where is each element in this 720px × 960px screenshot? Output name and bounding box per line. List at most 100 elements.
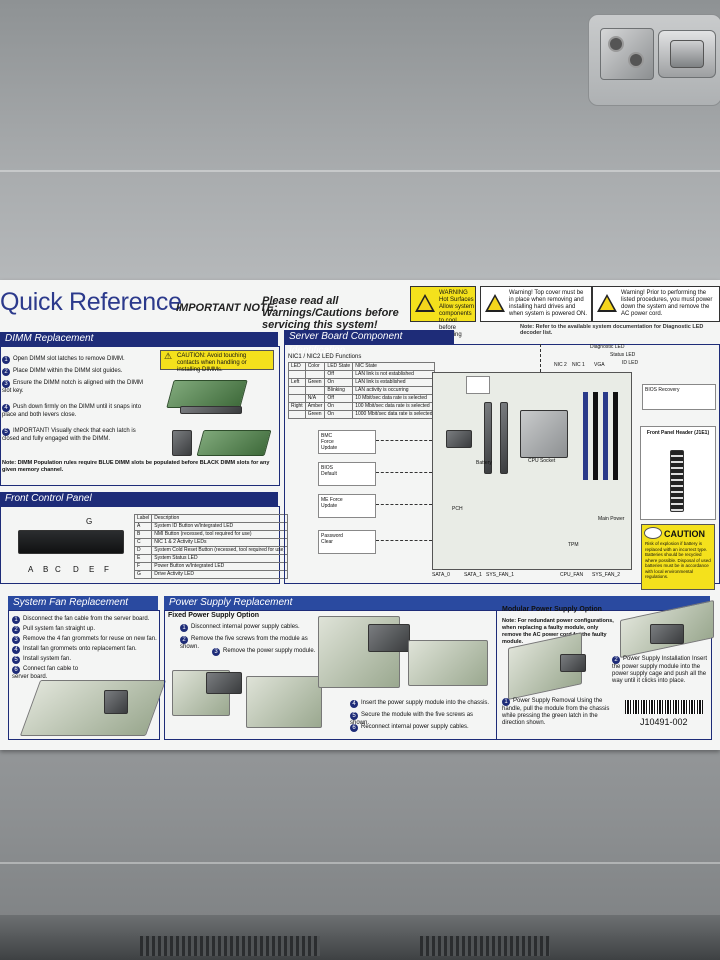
dimm-population-note: Note: DIMM Population rules require BLUE…: [2, 460, 270, 473]
hot-surface-warning: WARNING Hot Surfaces Allow system compon…: [410, 286, 476, 338]
psu-module-illustration: [206, 672, 242, 694]
server-board-heading: Server Board Component Identification: [284, 330, 454, 356]
vent-grille: [420, 936, 550, 956]
nic2-label: NIC 2: [554, 362, 567, 368]
modular-psu-handle: [560, 654, 586, 672]
modular-psu-module: [650, 624, 684, 644]
part-number: J10491-002: [640, 717, 688, 727]
dimm-slot-blue: [603, 392, 608, 480]
id-led-label: ID LED: [622, 360, 639, 366]
modular-psu-note: Note: For redundant power configurations…: [502, 618, 614, 645]
me-force-update-jumper: ME Force Update: [318, 494, 376, 518]
warning-triangle-icon: [485, 294, 505, 312]
cpu-fan-label: CPU_FAN: [560, 572, 584, 578]
chassis-bottom-rail: [0, 915, 720, 960]
motherboard-diagram: [432, 372, 632, 570]
top-cover-warning: Warning! Top cover must be in place when…: [480, 286, 592, 322]
dimm-heading: DIMM Replacement: [0, 332, 278, 346]
pcie-slot-illustration: [484, 402, 492, 474]
psu-section: [164, 610, 712, 740]
important-note-text: Please read all Warnings/Cautions before…: [262, 295, 399, 331]
sata0-label: SATA_0: [432, 572, 450, 578]
cpu-socket-illustration: [520, 410, 568, 458]
label-title: Quick Reference: [0, 288, 182, 316]
callout-line: [540, 344, 541, 372]
diag-led-label: Diagnostic LED: [590, 344, 625, 350]
dimm-slot-illustration: [180, 406, 242, 414]
warning-triangle-icon: [415, 294, 435, 312]
latch-release-inner: [670, 40, 704, 68]
sata1-label: SATA_1: [464, 572, 482, 578]
latch-screw-hole: [628, 52, 644, 68]
battery-label: Battery: [476, 460, 492, 466]
fp-letter-b: B: [43, 565, 49, 574]
psu-screws-illustration: [246, 676, 322, 728]
fp-letter-c: C: [55, 565, 61, 574]
vga-label: VGA: [594, 362, 605, 368]
front-panel-illustration: [18, 530, 124, 554]
fp-letter-a: A: [28, 565, 34, 574]
pcie-slot-illustration: [500, 402, 508, 474]
dimm-section: [0, 346, 280, 486]
dimm-slot-black: [593, 392, 598, 480]
chipset-illustration: [446, 430, 472, 448]
fan-heading: System Fan Replacement: [8, 596, 158, 610]
barcode: [625, 700, 703, 714]
fan-chassis-illustration: [19, 680, 167, 736]
fan-illustration: [104, 690, 128, 714]
latch-plate: [600, 28, 654, 80]
pch-label: PCH: [452, 506, 463, 512]
bmc-force-update-jumper: BMC Force Update: [318, 430, 376, 454]
warning-triangle-icon: [597, 294, 617, 312]
fp-letter-g: G: [86, 517, 93, 526]
latch-screw-hole: [608, 36, 624, 52]
main-power-label: Main Power: [598, 516, 625, 522]
front-panel-heading: Front Control Panel: [0, 492, 278, 506]
psu-module-illustration: [368, 624, 410, 652]
dimm-slot-blue: [583, 392, 588, 480]
lid-crease: [0, 170, 720, 172]
quick-reference-label: Quick Reference IMPORTANT NOTE: Please r…: [0, 280, 720, 750]
bmc-chip: [466, 376, 490, 394]
dimm-latch-illustration: [172, 430, 192, 456]
battery-icon: [644, 527, 662, 539]
dimm-slot-black: [613, 392, 618, 480]
sys-fan2-label: SYS_FAN_2: [592, 572, 621, 578]
password-clear-jumper: Password Clear: [318, 530, 376, 554]
callout-line: [376, 504, 432, 505]
fan-section: [8, 610, 160, 740]
psu-divider: [496, 610, 497, 740]
fp-letter-d: D: [73, 565, 79, 574]
front-panel-pins: [670, 450, 684, 512]
cpu-socket-label: CPU Socket: [528, 458, 556, 464]
fixed-psu-title: Fixed Power Supply Option: [168, 612, 260, 619]
psu-heading: Power Supply Replacement: [164, 596, 710, 610]
bios-default-jumper: BIOS Default: [318, 462, 376, 486]
dimm-caution: CAUTION: Avoid touching contacts when ha…: [160, 350, 274, 373]
power-down-warning: Warning! Prior to performing the listed …: [592, 286, 720, 322]
psu-insert-illustration: [408, 640, 488, 686]
status-led-label: Status LED: [610, 352, 636, 358]
callout-line: [376, 540, 432, 541]
bios-recovery-jumper: BIOS Recovery: [642, 384, 716, 410]
callout-line: [376, 472, 432, 473]
